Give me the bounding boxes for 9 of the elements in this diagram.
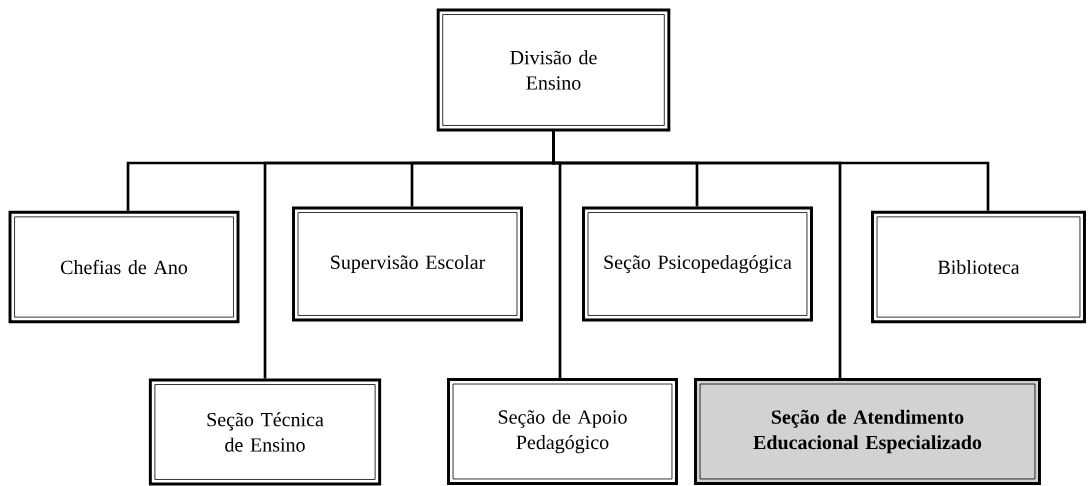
org-box: Seção Psicopedagógica: [582, 206, 813, 322]
org-box: Chefias de Ano: [8, 210, 240, 324]
org-box: Seção de Atendimento Educacional Especializado: [694, 378, 1041, 485]
connector-line: [552, 131, 990, 211]
org-box: Biblioteca: [871, 210, 1086, 324]
org-box: Divisão de Ensino: [436, 8, 671, 132]
org-box: Supervisão Escolar: [292, 206, 523, 322]
org-box: Seção Técnica de Ensino: [148, 378, 382, 486]
org-box: Seção de Apoio Pedagógico: [447, 378, 678, 485]
